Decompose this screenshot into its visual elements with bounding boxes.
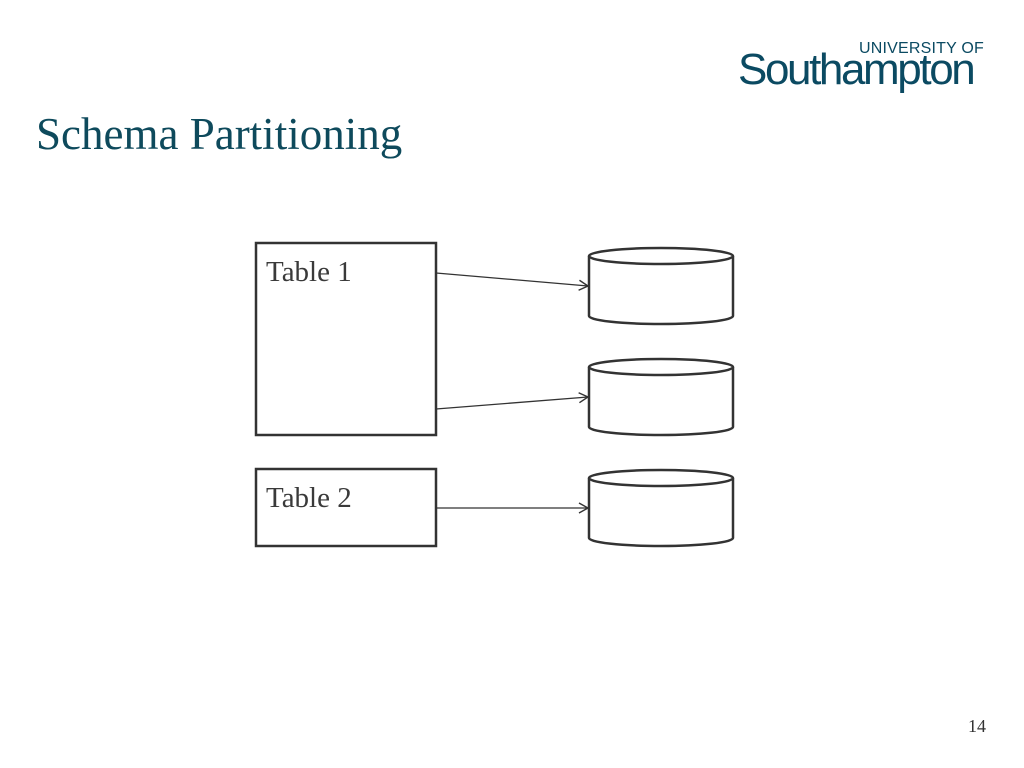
table-2-label: Table 2 xyxy=(266,482,352,514)
database-2-cylinder xyxy=(587,357,735,437)
slide-title: Schema Partitioning xyxy=(36,109,403,159)
page-number: 14 xyxy=(968,716,986,736)
arrow-table1-to-db2 xyxy=(435,392,590,410)
logo-main-text: Southampton xyxy=(738,45,976,94)
database-1-cylinder xyxy=(587,246,735,326)
table-1-box: Table 1 xyxy=(254,241,438,437)
logo-top-text: UNIVERSITY OF xyxy=(859,40,984,57)
database-3-cylinder xyxy=(587,468,735,548)
arrow-table1-to-db1 xyxy=(435,272,590,291)
table-1-label: Table 1 xyxy=(266,256,352,288)
university-logo: UNIVERSITY OF Southampton xyxy=(738,40,988,98)
table-2-box: Table 2 xyxy=(254,467,438,548)
